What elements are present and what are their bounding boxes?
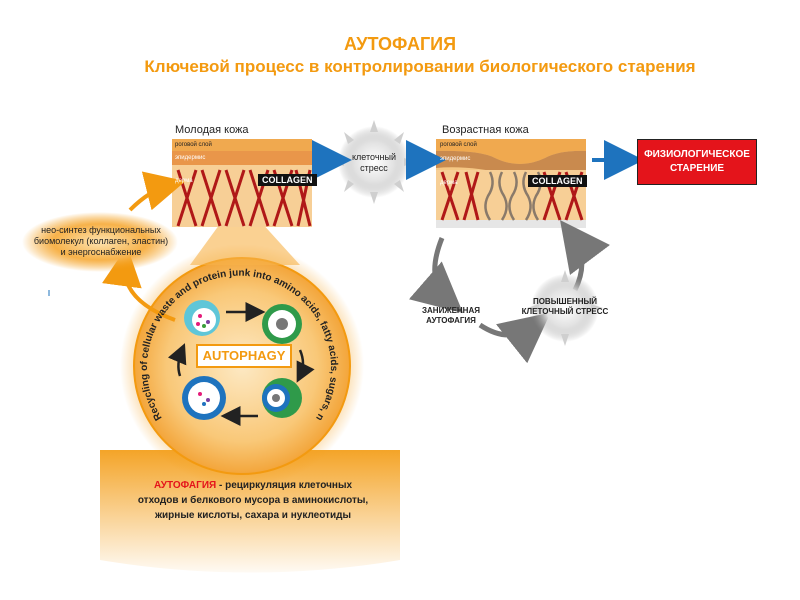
low-autophagy-line1: ЗАНИЖЕННАЯ [422, 306, 480, 315]
autophagy-center-label: AUTOPHAGY [196, 344, 292, 368]
neo-synthesis-line1: нео-синтез функциональных [41, 225, 161, 235]
aged-skin-layer-top: роговой слой [440, 142, 477, 148]
young-skin-block [172, 139, 312, 227]
bottom-highlight: АУТОФАГИЯ [153, 480, 217, 491]
bottom-line2: отходов и белкового мусора в аминокислот… [137, 495, 369, 506]
cell-top-right [262, 304, 302, 344]
inner-arrow-right [296, 349, 315, 383]
cell-top-left [184, 300, 220, 336]
young-skin-layer-mid: эпидермис [175, 155, 206, 161]
connector-beam [190, 210, 300, 265]
neo-synthesis-line2: биомолекул (коллаген, эластин) [33, 236, 169, 246]
low-autophagy-line2: АУТОФАГИЯ [426, 316, 476, 325]
cell-bottom-right [262, 378, 302, 418]
cycle-stress-spikes [527, 270, 603, 346]
bottom-description: АУТОФАГИЯ - рециркуляция клеточных отход… [118, 478, 388, 523]
young-skin-layer-dermis: дерма [175, 178, 193, 184]
bottom-line3: жирные кислоты, сахара и нуклеотиды [154, 510, 352, 521]
page-subtitle: Ключевой процесс в контролировании биоло… [144, 57, 696, 76]
stress-cloud [338, 126, 410, 198]
neo-synthesis-blob [22, 212, 178, 272]
cell-bottom-left [182, 376, 226, 420]
aged-skin-layer-mid: эпидермис [440, 156, 471, 162]
stress-cloud-line2: стресс [360, 163, 388, 173]
young-skin-collagen-label: COLLAGEN [258, 174, 317, 186]
high-stress-line2: КЛЕТОЧНЫЙ СТРЕСС [521, 307, 609, 316]
neo-synthesis-label: нео-синтез функциональных биомолекул (ко… [30, 225, 172, 258]
aged-skin-collagen-label: COLLAGEN [528, 175, 587, 187]
bottom-line1-rest: - рециркуляция клеточных [216, 480, 353, 491]
page-title: АУТОФАГИЯ [343, 34, 457, 54]
inner-arrow-left [167, 343, 187, 377]
neo-synthesis-line3: и энергоснабжение [60, 247, 142, 257]
result-line2: СТАРЕНИЕ [669, 163, 725, 174]
aged-skin-label: Возрастная кожа [442, 124, 529, 136]
bottom-glow [100, 450, 400, 573]
cycle-arrow-bottom [478, 312, 551, 364]
physiological-aging-box: ФИЗИОЛОГИЧЕСКОЕ СТАРЕНИЕ [637, 139, 757, 185]
young-skin-layer-top: роговой слой [175, 142, 212, 148]
orange-arrow-up [128, 171, 186, 212]
stress-cloud-label: клеточный стресс [344, 152, 404, 174]
result-line1: ФИЗИОЛОГИЧЕСКОЕ [644, 149, 750, 160]
bottom-line1: АУТОФАГИЯ - рециркуляция клеточных [118, 478, 388, 493]
young-skin-label: Молодая кожа [175, 124, 249, 136]
stress-cloud-line1: клеточный [352, 152, 396, 162]
low-autophagy-label: ЗАНИЖЕННАЯ АУТОФАГИЯ [408, 306, 494, 326]
high-stress-line1: ПОВЫШЕННЫЙ [532, 297, 598, 306]
high-stress-label: ПОВЫШЕННЫЙ КЛЕТОЧНЫЙ СТРЕСС [508, 297, 622, 317]
cycle-stress-cloud [531, 274, 599, 342]
aged-skin-layer-dermis: дерма [440, 180, 458, 186]
cycle-arrow-down [408, 237, 464, 314]
